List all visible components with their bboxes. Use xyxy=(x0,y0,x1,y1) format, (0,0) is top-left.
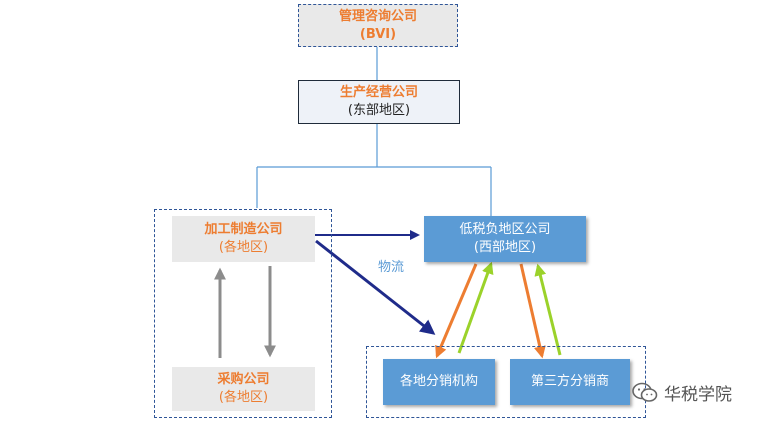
lowtax-to-third-party-arrow xyxy=(519,263,546,359)
operating-company-name: 生产经营公司 xyxy=(339,85,418,100)
consulting-company-name: 管理咨询公司 xyxy=(338,8,417,24)
local-distribution-node: 各地分销机构 xyxy=(383,359,495,405)
distributor-group-frame xyxy=(366,346,646,418)
local-distribution-name: 各地分销机构 xyxy=(399,374,478,389)
local-distribution-to-lowtax-arrow xyxy=(457,261,494,354)
consulting-company-node: 管理咨询公司 (BVI) xyxy=(298,4,458,47)
manufacturing-company-name: 加工制造公司 xyxy=(204,222,283,237)
consulting-company-sub: (BVI) xyxy=(359,26,397,42)
procurement-company-node: 采购公司 (各地区) xyxy=(172,367,315,411)
third-party-distributor-name: 第三方分销商 xyxy=(530,374,609,389)
operating-company-sub: (东部地区) xyxy=(347,103,411,118)
manufacturing-company-sub: (各地区) xyxy=(218,240,269,255)
watermark-text: 华税学院 xyxy=(664,385,732,405)
procurement-company-sub: (各地区) xyxy=(218,390,269,405)
lowtax-to-local-distribution-arrow xyxy=(435,263,478,359)
operating-company-node: 生产经营公司 (东部地区) xyxy=(298,80,460,124)
manufacturing-to-distribution-arrow xyxy=(315,239,436,335)
third-party-to-lowtax-arrow xyxy=(534,263,562,356)
manufacturing-company-node: 加工制造公司 (各地区) xyxy=(172,216,315,262)
low-tax-company-node: 低税负地区公司 (西部地区) xyxy=(424,216,586,262)
wechat-icon xyxy=(632,382,658,402)
low-tax-company-sub: (西部地区) xyxy=(473,240,537,255)
watermark: 华税学院 xyxy=(632,380,732,405)
procurement-company-name: 采购公司 xyxy=(217,372,270,387)
regional-group-frame xyxy=(154,209,332,418)
low-tax-company-name: 低税负地区公司 xyxy=(459,222,551,237)
logistics-label: 物流 xyxy=(378,260,405,275)
third-party-distributor-node: 第三方分销商 xyxy=(510,359,630,405)
